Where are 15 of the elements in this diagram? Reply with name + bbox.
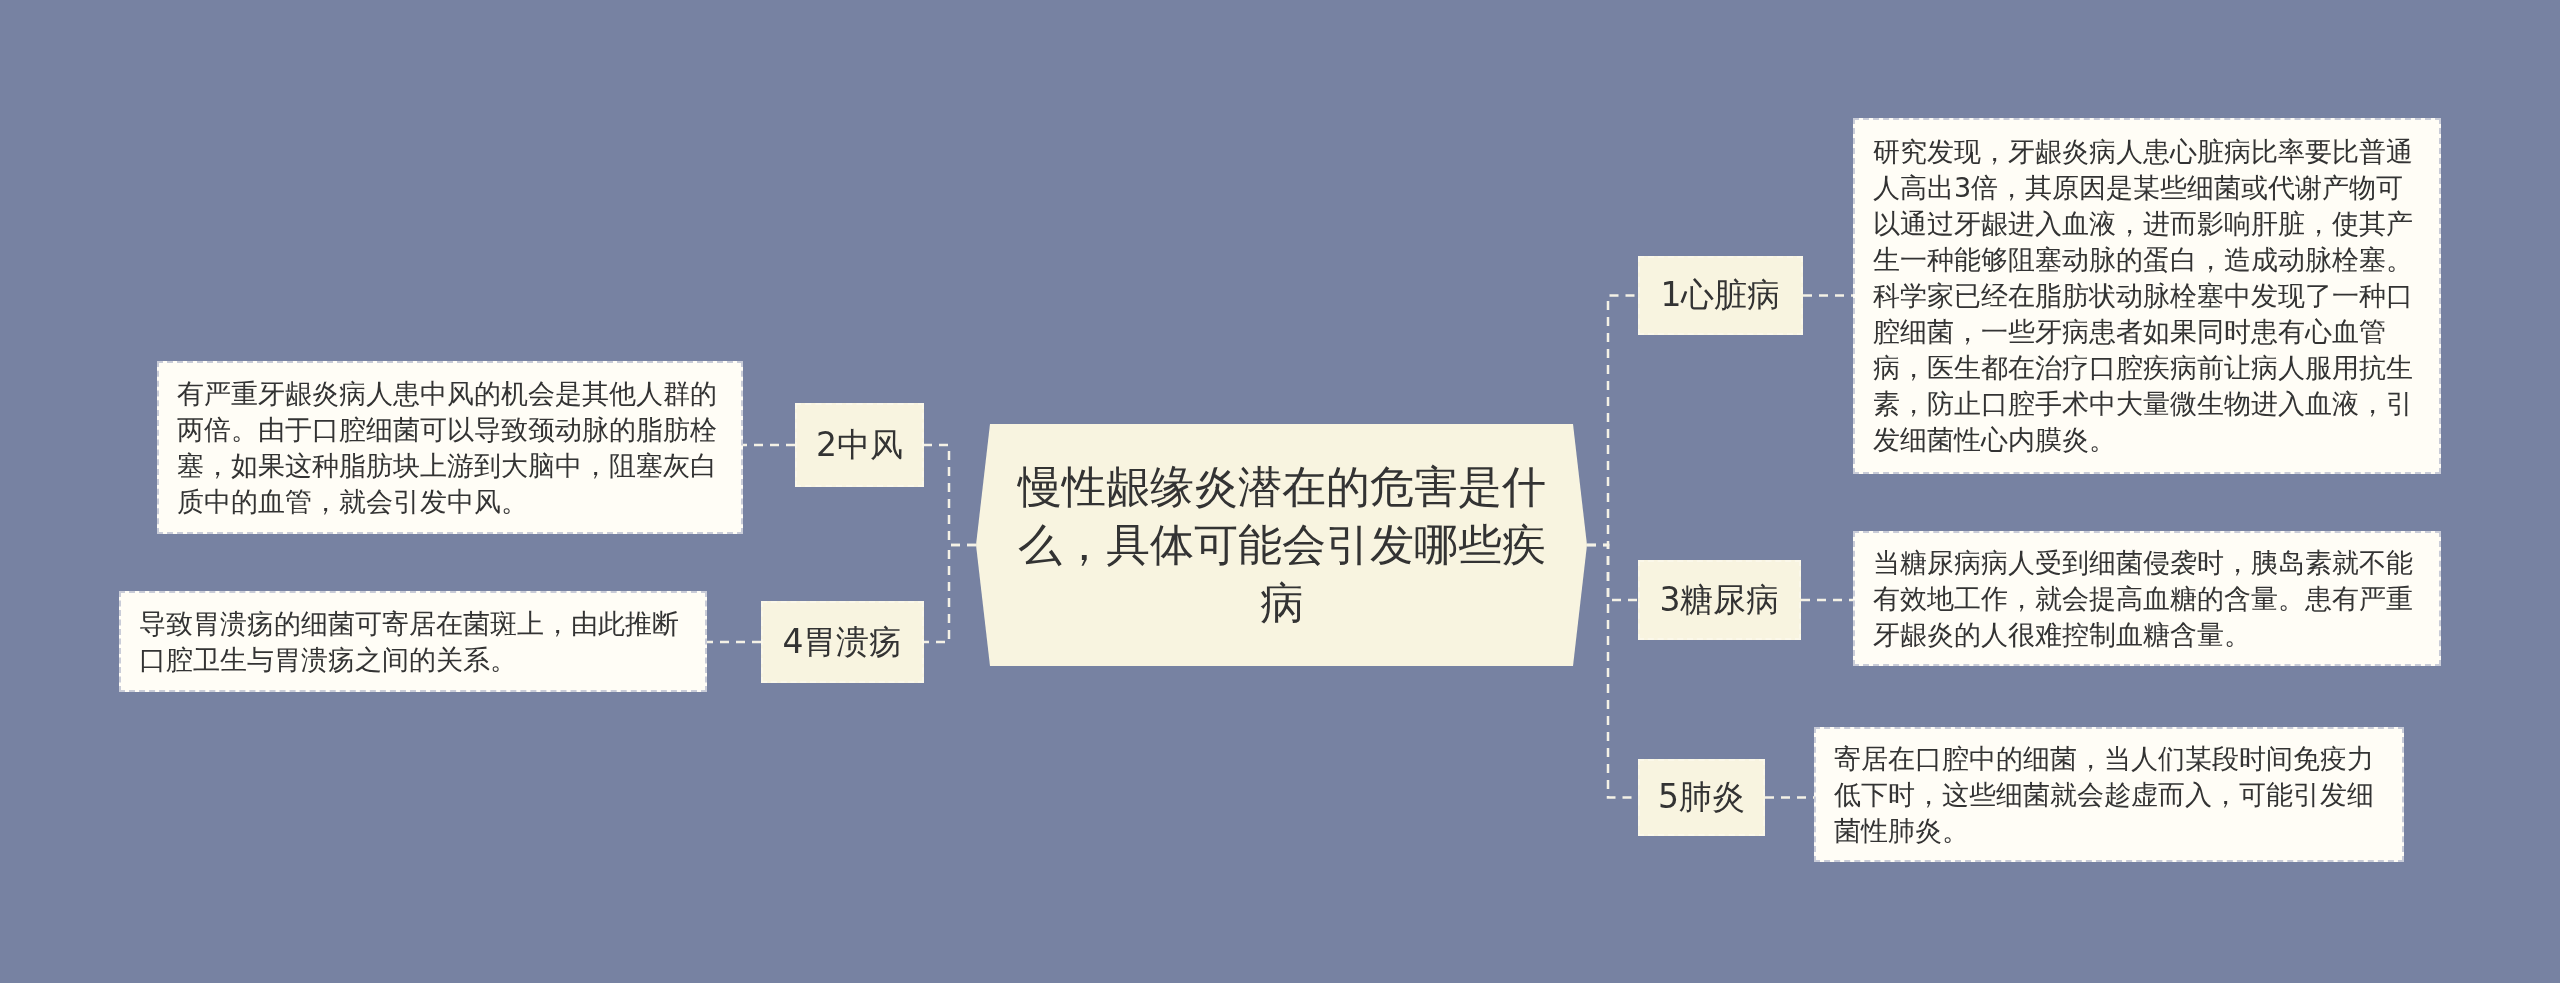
topic-box: 2中风 [795, 403, 924, 487]
connector-line [924, 543, 976, 644]
note-box: 寄居在口腔中的细菌，当人们某段时间免疫力低下时，这些细菌就会趁虚而入，可能引发细菌性肺炎。 [1814, 727, 2404, 862]
connector-line [707, 640, 761, 644]
topic-box: 4胃溃疡 [761, 601, 924, 683]
note-box: 研究发现，牙龈炎病人患心脏病比率要比普通人高出3倍，其原因是某些细菌或代谢产物可以通过牙龈进入血液，进而影响肝脏，使其产生一种能够阻塞动脉的蛋白，造成动脉栓塞。科学家已经在脂肪状动脉栓塞中发现了一种口腔细菌，一些牙病患者如果同时患有心血管病，医生都在治疗口腔疾病前让病人服用抗生素，防止口腔手术中大量微生物进入血液，引发细菌性心内膜炎。 [1853, 118, 2441, 474]
connector-line [1803, 294, 1853, 297]
note-box: 有严重牙龈炎病人患中风的机会是其他人群的两倍。由于口腔细菌可以导致颈动脉的脂肪栓塞，如果这种脂肪块上游到大脑中，阻塞灰白质中的血管，就会引发中风。 [157, 361, 743, 534]
topic-box: 1心脏病 [1638, 256, 1803, 335]
topic-box: 3糖尿病 [1638, 560, 1801, 640]
topic-box: 5肺炎 [1638, 759, 1765, 836]
connector-line [743, 443, 795, 447]
note-box: 当糖尿病病人受到细菌侵袭时，胰岛素就不能有效地工作，就会提高血糖的含量。患有严重牙龈炎的人很难控制血糖含量。 [1853, 531, 2441, 666]
connector-line [1801, 598, 1853, 602]
note-box: 导致胃溃疡的细菌可寄居在菌斑上，由此推断口腔卫生与胃溃疡之间的关系。 [119, 591, 707, 692]
